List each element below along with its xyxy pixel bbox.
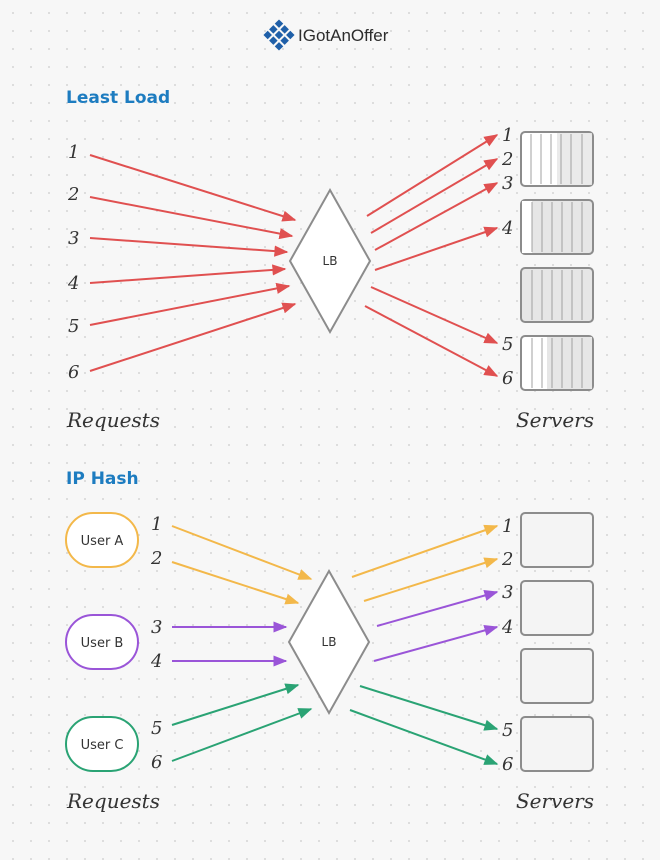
dispatch-arrow <box>374 182 499 251</box>
ip-hash-users: User A User B User C <box>65 512 139 772</box>
dispatch-arrow <box>373 624 499 662</box>
brand-logo: IGotAnOffer <box>263 19 389 51</box>
ip-hash-incoming-arrows <box>171 525 313 762</box>
request-label: 3 <box>68 228 79 249</box>
user-label: User B <box>81 636 124 651</box>
least-load-incoming-arrows <box>89 154 297 372</box>
server-box <box>520 131 594 187</box>
ip-hash-request-labels: 1 2 3 4 5 6 <box>150 514 162 773</box>
request-arrow <box>171 683 300 726</box>
least-load-balancer: LB <box>288 187 372 335</box>
dispatch-label: 2 <box>501 549 513 570</box>
user-b-node: User B <box>65 614 139 670</box>
request-arrow <box>89 237 289 257</box>
dispatch-label: 5 <box>502 334 513 355</box>
request-label: 4 <box>150 651 162 672</box>
dispatch-label: 6 <box>502 368 513 389</box>
request-arrow <box>171 525 313 580</box>
least-load-outgoing-labels: 1 2 3 4 5 6 <box>501 125 513 389</box>
logo-icon <box>263 19 295 51</box>
dispatch-arrow <box>374 226 499 271</box>
server-box <box>520 648 594 704</box>
user-label: User C <box>81 738 124 753</box>
user-a-node: User A <box>65 512 139 568</box>
dispatch-arrow <box>370 286 499 344</box>
least-load-title: Least Load <box>66 88 170 108</box>
request-label: 5 <box>68 316 79 337</box>
requests-caption: Requests <box>66 789 160 813</box>
request-arrow <box>171 708 313 762</box>
dispatch-arrow <box>376 590 499 627</box>
request-label: 1 <box>151 514 162 535</box>
server-box <box>520 267 594 323</box>
server-box <box>520 335 594 391</box>
request-arrow <box>89 154 297 222</box>
dispatch-label: 3 <box>502 173 513 194</box>
dispatch-arrow <box>370 158 499 234</box>
server-box <box>520 580 594 636</box>
dispatch-arrow <box>351 524 499 578</box>
ip-hash-title: IP Hash <box>66 469 139 489</box>
user-c-node: User C <box>65 716 139 772</box>
servers-caption: Servers <box>516 408 594 432</box>
request-arrow <box>89 196 294 240</box>
load-balancer-diamond <box>287 568 371 716</box>
request-arrow <box>89 264 287 284</box>
dispatch-arrow <box>349 709 499 765</box>
ip-hash-balancer: LB <box>287 568 371 716</box>
brand-name: IGotAnOffer <box>298 26 389 45</box>
request-label: 2 <box>150 548 162 569</box>
request-label: 6 <box>68 362 79 383</box>
dispatch-label: 6 <box>502 754 513 775</box>
request-label: 5 <box>151 718 162 739</box>
dispatch-arrow <box>363 557 499 602</box>
user-label: User A <box>81 534 124 549</box>
request-label: 3 <box>151 617 162 638</box>
dispatch-arrow <box>366 134 499 217</box>
load-balancer-label: LB <box>322 635 337 649</box>
dispatch-label: 2 <box>501 149 513 170</box>
request-arrow <box>171 561 300 605</box>
servers-caption: Servers <box>516 789 594 813</box>
request-arrow <box>89 302 297 372</box>
requests-caption: Requests <box>66 408 160 432</box>
ip-hash-outgoing-labels: 1 2 3 4 5 6 <box>501 516 513 775</box>
ip-hash-outgoing-arrows <box>349 524 499 765</box>
dispatch-label: 1 <box>502 516 513 537</box>
request-label: 2 <box>67 184 79 205</box>
server-box <box>520 199 594 255</box>
load-balancer-diamond <box>288 187 372 335</box>
dispatch-label: 3 <box>502 582 513 603</box>
least-load-request-labels: 1 2 3 4 5 6 <box>67 142 79 383</box>
load-balancer-label: LB <box>323 254 338 268</box>
dispatch-label: 5 <box>502 720 513 741</box>
dispatch-label: 4 <box>501 218 513 239</box>
request-label: 1 <box>68 142 79 163</box>
least-load-outgoing-arrows <box>364 134 499 377</box>
ip-hash-servers <box>520 512 594 772</box>
request-label: 4 <box>67 273 79 294</box>
least-load-servers <box>520 131 594 391</box>
dispatch-arrow <box>364 305 499 377</box>
request-label: 6 <box>151 752 162 773</box>
server-box <box>520 512 594 568</box>
request-arrow <box>89 282 291 326</box>
dispatch-label: 4 <box>501 617 513 638</box>
dispatch-label: 1 <box>502 125 513 146</box>
dispatch-arrow <box>359 685 499 731</box>
server-box <box>520 716 594 772</box>
